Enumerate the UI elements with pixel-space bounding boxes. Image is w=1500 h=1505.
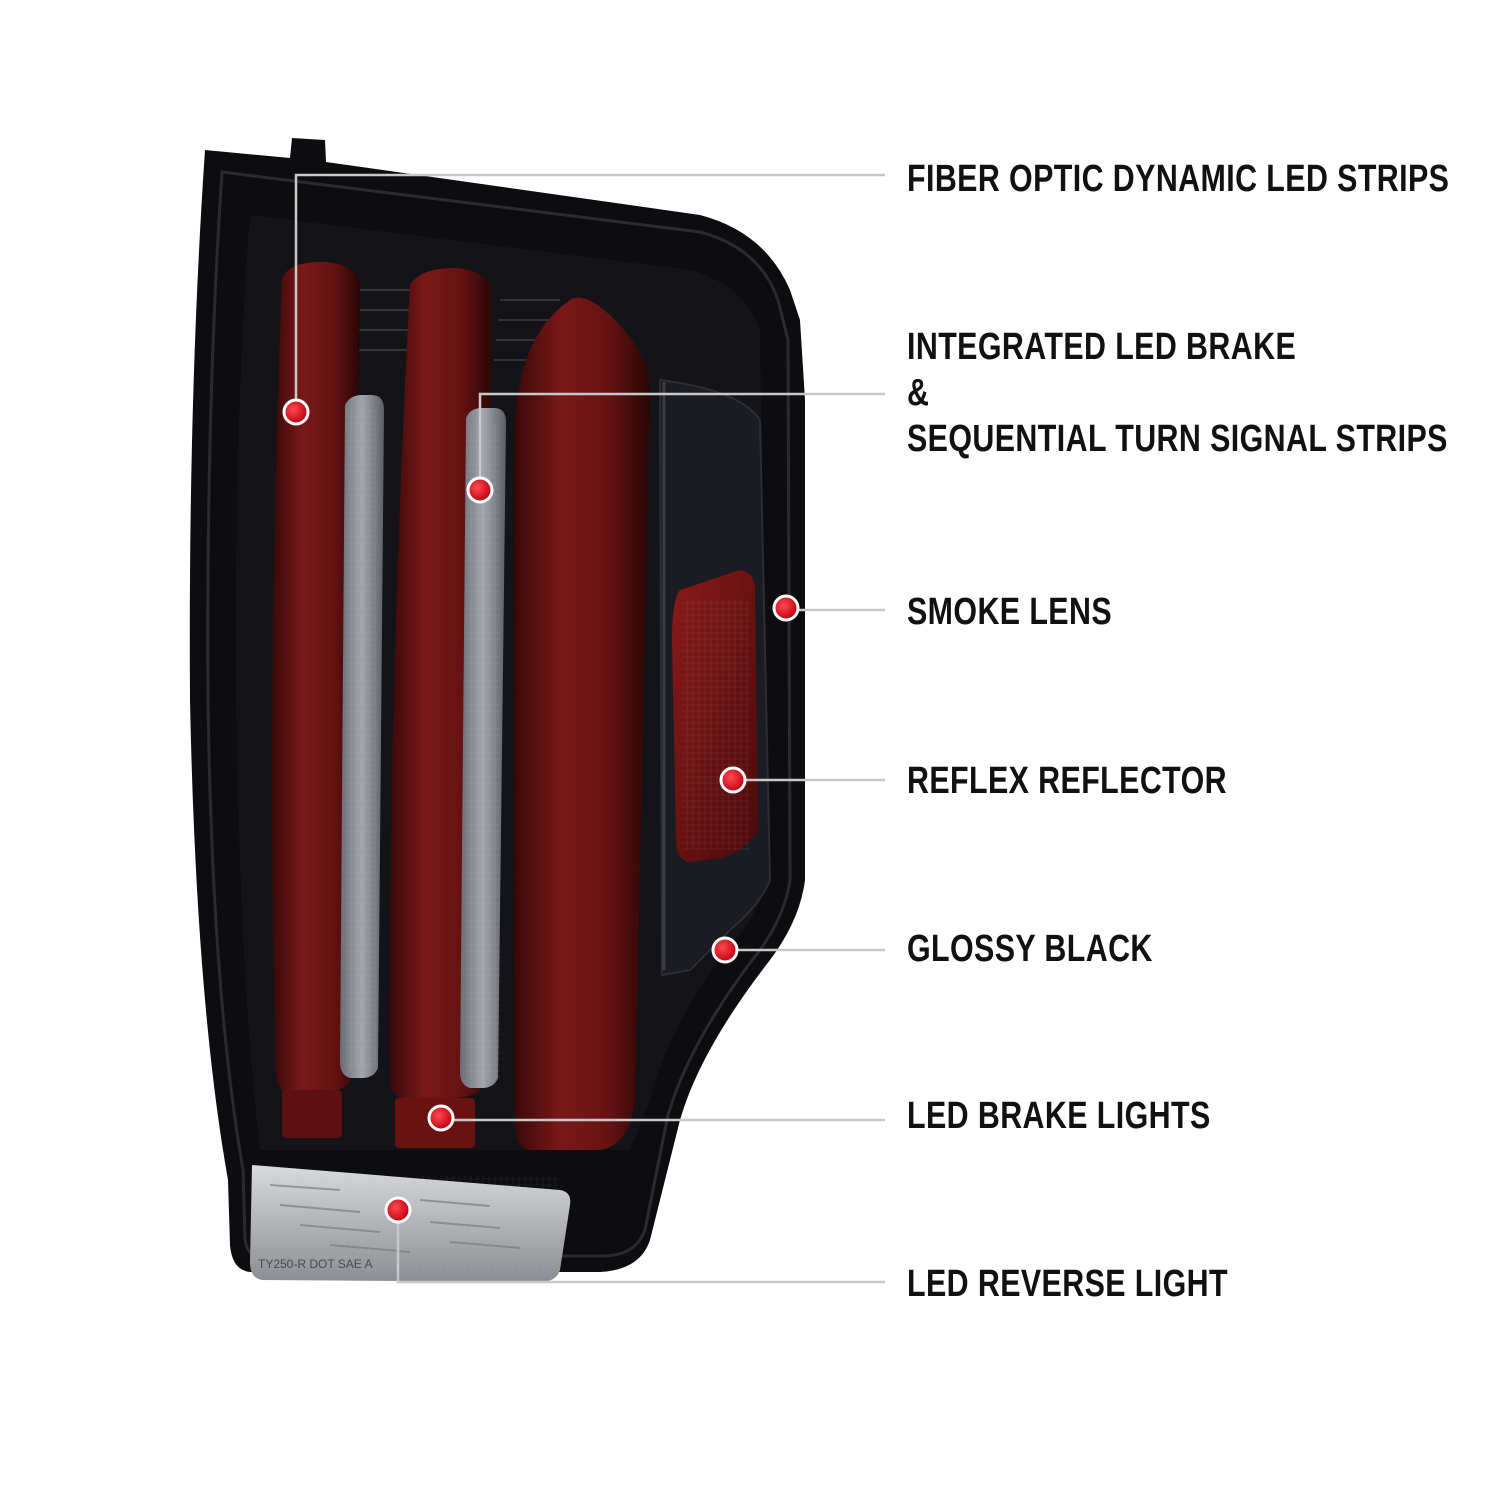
callout-led-brake-lights: LED BRAKE LIGHTS	[907, 1095, 1211, 1137]
leader-brake	[478, 392, 885, 490]
red-lens-bar-3	[513, 297, 650, 1150]
marker-dot-brake	[466, 476, 494, 504]
callout-reflex-reflector: REFLEX REFLECTOR	[907, 760, 1227, 802]
led-strip-2-texture	[466, 424, 500, 1080]
callout-integrated-brake: INTEGRATED LED BRAKE & SEQUENTIAL TURN S…	[907, 324, 1448, 462]
marker-dot-reflex	[719, 766, 747, 794]
callout-glossy-black: GLOSSY BLACK	[907, 928, 1153, 970]
leader-lines	[294, 173, 885, 1284]
leader-reverse	[396, 1210, 885, 1284]
marker-dots	[282, 398, 800, 1224]
marker-dot-glossy	[711, 936, 739, 964]
callout-fiber-optic: FIBER OPTIC DYNAMIC LED STRIPS	[907, 158, 1450, 200]
red-lens-bar-1	[272, 262, 360, 1092]
reflector-texture	[682, 600, 750, 850]
marker-dot-reverse	[384, 1196, 412, 1224]
callout-integrated-brake-line-3: SEQUENTIAL TURN SIGNAL STRIPS	[907, 418, 1448, 460]
led-strip-1-texture	[346, 410, 378, 1070]
reverse-light-texture	[262, 1175, 557, 1270]
marker-dot-smoke	[772, 594, 800, 622]
lens-marking: TY250-R DOT SAE A	[258, 1257, 373, 1271]
marker-dot-ledbrake	[427, 1104, 455, 1132]
callout-smoke-lens: SMOKE LENS	[907, 591, 1112, 633]
callout-integrated-brake-line-2: &	[907, 372, 930, 414]
marker-dot-fiber	[282, 398, 310, 426]
leader-fiber	[294, 173, 885, 412]
callout-integrated-brake-line-1: INTEGRATED LED BRAKE	[907, 326, 1297, 368]
callout-led-reverse-light: LED REVERSE LIGHT	[907, 1263, 1228, 1305]
led-brake-pod-1	[282, 1090, 342, 1138]
